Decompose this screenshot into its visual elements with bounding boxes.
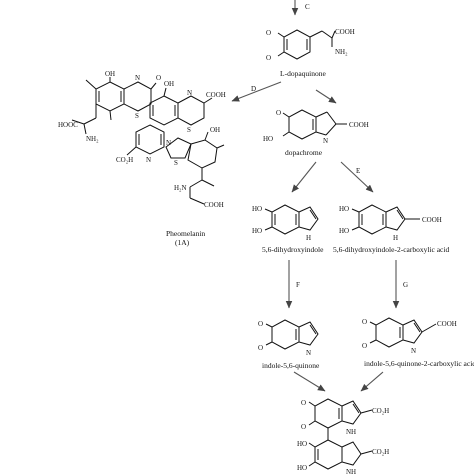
atom-o: O	[258, 344, 263, 352]
atom-nh: NH	[346, 428, 356, 436]
iq-structure: O O N	[258, 319, 319, 357]
atom-cooh: COOH	[206, 91, 226, 99]
arrow-iqca-to-dimer	[360, 371, 384, 392]
atom-s: S	[187, 126, 191, 134]
atom-cooh: COOH	[437, 320, 457, 328]
iqca-structure: O O N COOH	[362, 317, 457, 355]
atom-nh: NH	[346, 468, 356, 474]
atom-n: N	[306, 349, 311, 357]
atom-ho: HO	[339, 205, 349, 213]
label-pheomelanin: Pheomelanin	[166, 229, 205, 238]
atom-cooh: COOH	[204, 201, 224, 209]
eumelanin-dimer-structure: O O CO₂H NH HO HO CO₂H NH	[297, 398, 389, 474]
arrow-iq-to-dimer	[293, 371, 326, 392]
atom-n: N	[135, 74, 140, 82]
step-label-e: E	[356, 167, 360, 175]
step-label-g: G	[403, 281, 408, 289]
atom-s: S	[135, 112, 139, 120]
arrow-to-dhi	[291, 161, 317, 193]
atom-n: N	[187, 89, 192, 97]
label-iqca: indole-5,6-quinone-2-carboxylic acid	[364, 359, 474, 368]
arrow-e	[340, 161, 374, 193]
label-pheomelanin-code: (1A)	[175, 238, 190, 247]
atom-o: O	[156, 74, 161, 82]
atom-oh: OH	[105, 70, 115, 78]
atom-cooh: COOH	[335, 28, 355, 36]
pheomelanin-structure: OH N O S HOOC NH₂ OH N S COOH CO₂H N N	[58, 70, 226, 209]
dopaquinone-structure: O O COOH NH₂	[266, 28, 355, 62]
atom-nh2: NH₂	[86, 135, 99, 143]
atom-cooh: COOH	[422, 216, 442, 224]
atom-cooh: COOH	[349, 121, 369, 129]
atom-ho: HO	[297, 464, 307, 472]
atom-n: N	[166, 139, 171, 147]
step-label-c: C	[305, 3, 310, 11]
atom-h: H	[393, 234, 398, 242]
label-iq: indole-5,6-quinone	[262, 361, 320, 370]
atom-n: N	[411, 347, 416, 355]
atom-o: O	[266, 54, 271, 62]
atom-oh: OH	[210, 126, 220, 134]
atom-co2h: CO₂H	[116, 156, 133, 164]
atom-o: O	[301, 423, 306, 431]
atom-oh: OH	[164, 80, 174, 88]
atom-o: O	[276, 109, 281, 117]
atom-co2h: CO₂H	[372, 448, 389, 456]
atom-ho: HO	[263, 135, 273, 143]
atom-s: S	[174, 159, 178, 167]
atom-nh2: NH₂	[335, 48, 348, 56]
dhica-structure: HO HO H COOH	[339, 204, 442, 242]
atom-o: O	[301, 399, 306, 407]
atom-o: O	[258, 320, 263, 328]
atom-ho: HO	[339, 227, 349, 235]
arrow-d	[231, 81, 282, 102]
atom-co2h: CO₂H	[372, 407, 389, 415]
label-dhica: 5,6-dihydroxyindole-2-carboxylic acid	[333, 245, 449, 254]
atom-h: H	[306, 234, 311, 242]
dopachrome-structure: O HO COOH N	[263, 109, 369, 145]
label-dhi: 5,6-dihydroxyindole	[262, 245, 324, 254]
atom-n: N	[146, 156, 151, 164]
step-label-d: D	[251, 85, 256, 93]
dhi-structure: HO HO H	[252, 204, 319, 242]
atom-o: O	[362, 342, 367, 350]
atom-o: O	[266, 29, 271, 37]
atom-n: N	[323, 137, 328, 145]
atom-hooc: HOOC	[58, 121, 78, 129]
atom-o: O	[362, 318, 367, 326]
atom-ho: HO	[252, 205, 262, 213]
atom-ho: HO	[297, 440, 307, 448]
atom-ho: HO	[252, 227, 262, 235]
step-label-f: F	[296, 281, 300, 289]
arrow-to-dopachrome	[315, 89, 337, 104]
label-dopachrome: dopachrome	[285, 148, 323, 157]
atom-h2n: H₂N	[174, 184, 187, 192]
label-dopaquinone: L-dopaquinone	[280, 69, 326, 78]
